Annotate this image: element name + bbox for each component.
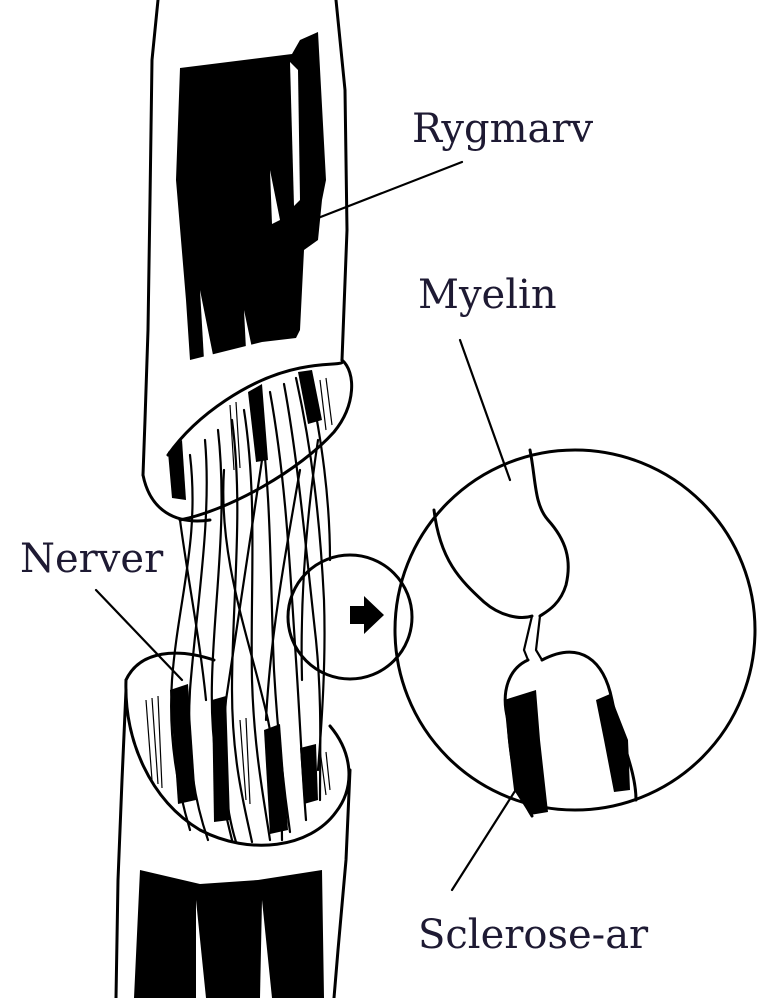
label-spinal-cord: Rygmarv [412,106,594,152]
leader-spinal-cord [318,162,462,218]
leader-myelin [460,340,510,480]
label-lesions: Sclerose-ar [418,912,649,958]
label-myelin: Myelin [418,272,557,318]
label-nerves: Nerver [20,536,164,582]
leader-lesions [452,780,522,890]
leader-nerves [96,590,182,680]
arrow-right-icon [350,596,384,634]
magnified-view [395,450,755,816]
